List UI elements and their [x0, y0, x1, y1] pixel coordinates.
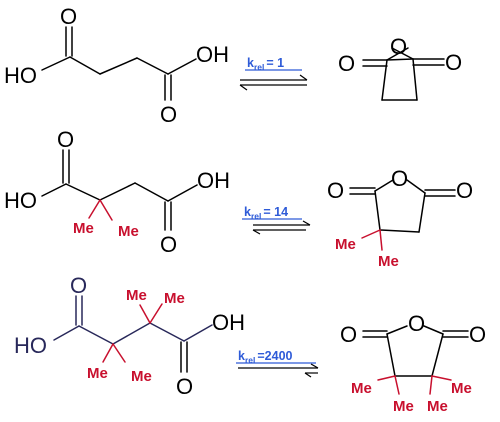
oxygen-atom: O — [70, 273, 87, 298]
methyl-label: Me — [73, 220, 94, 237]
hydroxyl-label: OH — [197, 168, 230, 193]
reaction-row-2: O HO OH O Me Me krel= 14 — [4, 127, 473, 270]
succinic-anhydride: O O O — [338, 34, 462, 101]
oxygen-atom: O — [57, 127, 74, 152]
hydroxyl-label: HO — [4, 188, 37, 213]
oxygen-atom: O — [327, 178, 344, 203]
oxygen-atom: O — [445, 50, 462, 75]
rate-constant-label: krel= 1 — [247, 56, 284, 72]
oxygen-atom: O — [456, 178, 473, 203]
reaction-row-3: O HO OH O Me Me Me Me krel=2400 — [14, 273, 486, 415]
equilibrium-arrow: krel=2400 — [236, 349, 319, 378]
methyl-label: Me — [126, 287, 147, 304]
methyl-label: Me — [118, 223, 139, 240]
oxygen-atom: O — [60, 4, 77, 29]
methyl-label: Me — [131, 368, 152, 385]
methyl-label: Me — [378, 253, 399, 270]
ring-oxygen-atom: O — [390, 34, 407, 59]
dimethylsuccinic-acid: O HO OH O Me Me — [4, 127, 230, 257]
oxygen-atom: O — [338, 51, 355, 76]
oxygen-atom: O — [160, 102, 177, 127]
succinic-acid: O HO OH O — [4, 4, 229, 127]
methyl-label: Me — [335, 236, 356, 253]
oxygen-atom: O — [160, 232, 177, 257]
equilibrium-arrow: krel= 1 — [239, 56, 308, 91]
methyl-label: Me — [393, 398, 414, 415]
hydroxyl-label: HO — [4, 63, 37, 88]
oxygen-atom: O — [176, 374, 193, 399]
tetramethylsuccinic-anhydride: O O O Me Me Me Me — [340, 311, 486, 415]
reaction-row-1: O HO OH O krel= 1 O O O — [4, 4, 462, 127]
hydroxyl-label: OH — [196, 42, 229, 67]
hydroxyl-label: OH — [212, 310, 245, 335]
ring-oxygen-atom: O — [391, 166, 408, 191]
hydroxyl-label: HO — [14, 333, 47, 358]
methyl-label: Me — [427, 398, 448, 415]
rate-constant-label: krel= 14 — [244, 205, 288, 221]
rate-constant-label: krel=2400 — [238, 349, 293, 365]
methyl-label: Me — [87, 365, 108, 382]
methyl-label: Me — [451, 380, 472, 397]
methyl-label: Me — [164, 290, 185, 307]
ring-oxygen-atom: O — [408, 311, 425, 336]
oxygen-atom: O — [469, 322, 486, 347]
tetramethylsuccinic-acid: O HO OH O Me Me Me Me — [14, 273, 245, 399]
dimethylsuccinic-anhydride: O O O Me Me — [327, 166, 473, 270]
methyl-label: Me — [351, 380, 372, 397]
equilibrium-arrow: krel= 14 — [242, 205, 311, 235]
oxygen-atom: O — [340, 322, 357, 347]
